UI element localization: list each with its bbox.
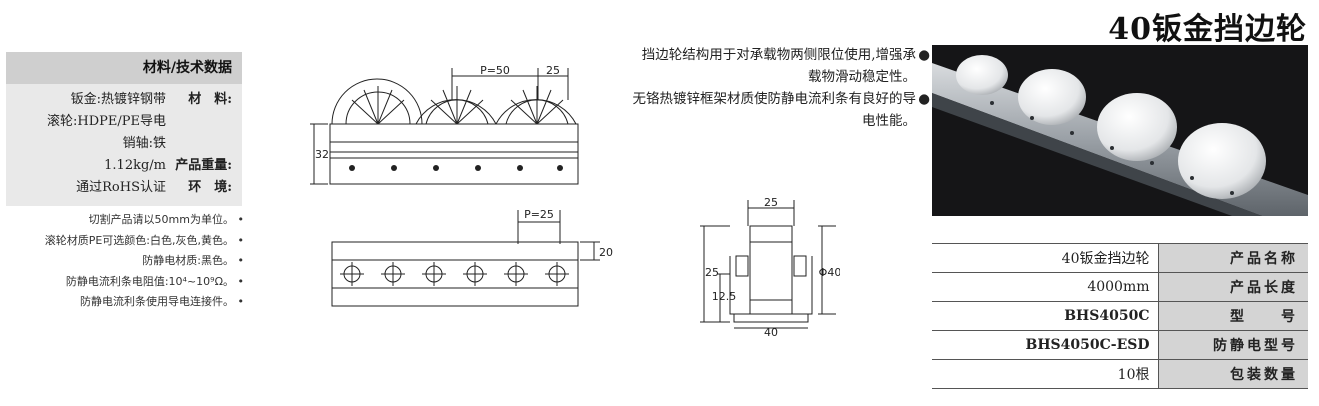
spec-panel: 材料/技术数据 钣金:热镀锌钢带 材 料: 滚轮:HDPE/PE导电 销轴:铁 …	[6, 52, 242, 206]
table-row: 10根 包装数量	[932, 359, 1308, 389]
top-view-drawing: P=25 20	[331, 208, 613, 307]
spec-heading: 材料/技术数据	[6, 52, 242, 84]
table-key: 型 号	[1157, 301, 1308, 331]
spec-value: 销轴:铁	[122, 136, 166, 151]
table-value: 40钣金挡边轮	[932, 243, 1158, 273]
dim-small: 12.5	[712, 290, 737, 303]
spec-row: 销轴:铁	[12, 134, 232, 154]
product-info-table: 40钣金挡边轮 产品名称 4000mm 产品长度 BHS4050C 型 号 BH…	[932, 243, 1308, 389]
page-title: 40钣金挡边轮	[1108, 12, 1307, 47]
feature-text: 无铬热镀锌框架材质使防静电流利条有良好的导电性能。	[632, 91, 917, 129]
table-value: BHS4050C-ESD	[932, 330, 1158, 360]
spec-label: 环 境:	[188, 180, 232, 195]
dim-pitch: P=50	[480, 64, 510, 77]
spec-value: 通过RoHS认证	[76, 180, 166, 195]
table-row: 40钣金挡边轮 产品名称	[932, 243, 1308, 273]
note-item: 防静电流利条使用导电连接件。	[0, 292, 248, 313]
feature-text: 挡边轮结构用于对承载物两侧限位使用,增强承载物滑动稳定性。	[641, 47, 916, 85]
table-key: 包装数量	[1157, 359, 1308, 389]
side-view-drawing: P=50 25 32	[310, 64, 579, 185]
spec-row: 1.12kg/m 产品重量:	[12, 156, 232, 176]
section-view-drawing: 25 40 25 12.5 Φ40	[700, 196, 840, 336]
table-key: 产品名称	[1157, 243, 1308, 273]
dim-gap: 25	[546, 64, 560, 77]
spec-label: 产品重量:	[175, 158, 232, 173]
spec-row: 钣金:热镀锌钢带 材 料:	[12, 90, 232, 110]
spec-label: 材 料:	[188, 92, 232, 107]
bullet-dot-icon: ●	[918, 47, 930, 63]
note-item: 防静电材质:黑色。	[0, 251, 248, 272]
spec-value: 1.12kg/m	[104, 158, 166, 173]
spec-row: 滚轮:HDPE/PE导电	[12, 112, 232, 132]
note-item: 滚轮材质PE可选颜色:白色,灰色,黄色。	[0, 231, 248, 252]
feature-item: 无铬热镀锌框架材质使防静电流利条有良好的导电性能。 ●	[632, 88, 931, 132]
dim-pitch: P=25	[524, 208, 554, 221]
dim-bottom: 40	[764, 326, 778, 336]
feature-item: 挡边轮结构用于对承载物两侧限位使用,增强承载物滑动稳定性。 ●	[632, 44, 930, 88]
table-value: BHS4050C	[932, 301, 1158, 331]
spec-body: 钣金:热镀锌钢带 材 料: 滚轮:HDPE/PE导电 销轴:铁 1.12kg/m…	[6, 84, 242, 206]
spec-value: 钣金:热镀锌钢带	[70, 92, 166, 107]
note-item: 防静电流利条电阻值:10⁴~10⁹Ω。	[0, 272, 248, 293]
table-row: BHS4050C 型 号	[932, 301, 1308, 331]
table-key: 防静电型号	[1157, 330, 1308, 360]
table-value: 10根	[932, 359, 1158, 389]
feature-bullets: 挡边轮结构用于对承载物两侧限位使用,增强承载物滑动稳定性。 ● 无铬热镀锌框架材…	[632, 44, 931, 132]
notes-list: 切割产品请以50mm为单位。 滚轮材质PE可选颜色:白色,灰色,黄色。 防静电材…	[0, 210, 248, 313]
table-row: BHS4050C-ESD 防静电型号	[932, 330, 1308, 360]
table-key: 产品长度	[1157, 272, 1308, 302]
dim-dia: Φ40	[819, 266, 840, 279]
dim-height: 20	[599, 246, 613, 259]
spec-value: 滚轮:HDPE/PE导电	[47, 114, 166, 129]
product-photo	[932, 45, 1308, 216]
product-photo-illustration	[932, 55, 1308, 216]
dim-height: 25	[705, 266, 719, 279]
dim-height: 32	[315, 148, 329, 161]
table-value: 4000mm	[932, 272, 1158, 302]
bullet-dot-icon: ●	[918, 91, 930, 107]
spec-row: 通过RoHS认证 环 境:	[12, 178, 232, 198]
table-row: 4000mm 产品长度	[932, 272, 1308, 302]
note-item: 切割产品请以50mm为单位。	[0, 210, 248, 231]
dim-top: 25	[764, 196, 778, 209]
